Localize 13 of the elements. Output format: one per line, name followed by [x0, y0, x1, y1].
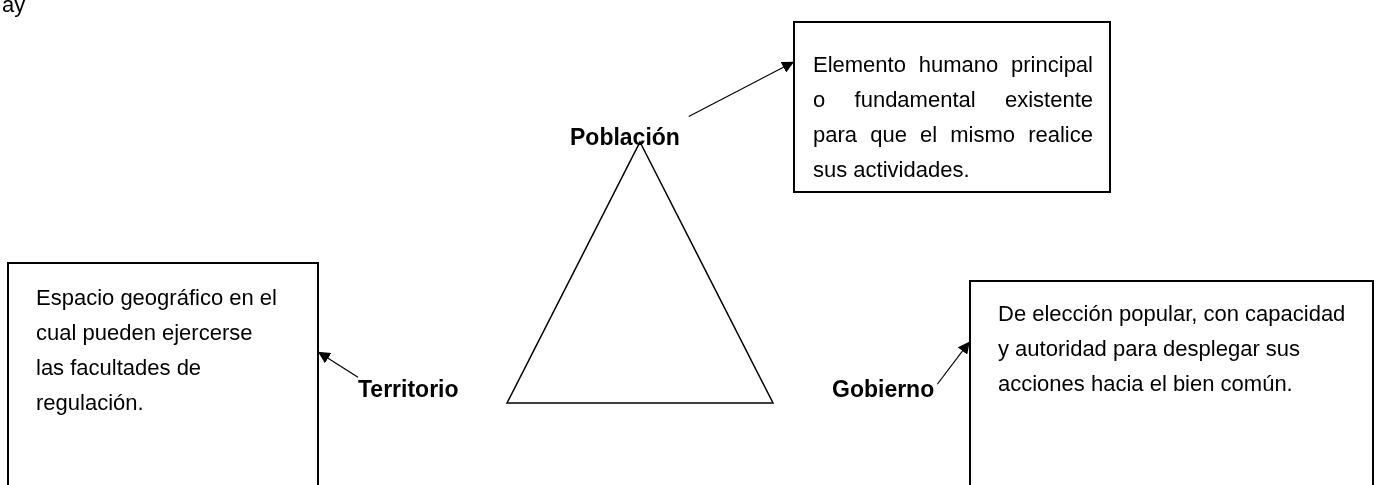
arrow — [936, 341, 970, 385]
arrow — [318, 351, 359, 378]
concept-label: Población — [570, 120, 680, 155]
concept-label: Territorio — [358, 372, 459, 407]
concept-label: Gobierno — [832, 372, 935, 407]
description-text: De elección popular, con capacidad y autoridad para desplegar sus acciones hacia el bien común. — [998, 300, 1347, 398]
text-box — [969, 280, 1374, 485]
arrow — [688, 61, 795, 118]
description-text: Elemento humano principal o fundamental existente para que el mismo realice sus actividades. — [813, 51, 1093, 184]
text-fragment: ay — [2, 0, 26, 18]
text-box — [7, 262, 319, 485]
description-text: Espacio geográfico en el cual pueden ejercerse las facultades de regulación. — [36, 284, 277, 417]
text-box — [793, 21, 1111, 193]
